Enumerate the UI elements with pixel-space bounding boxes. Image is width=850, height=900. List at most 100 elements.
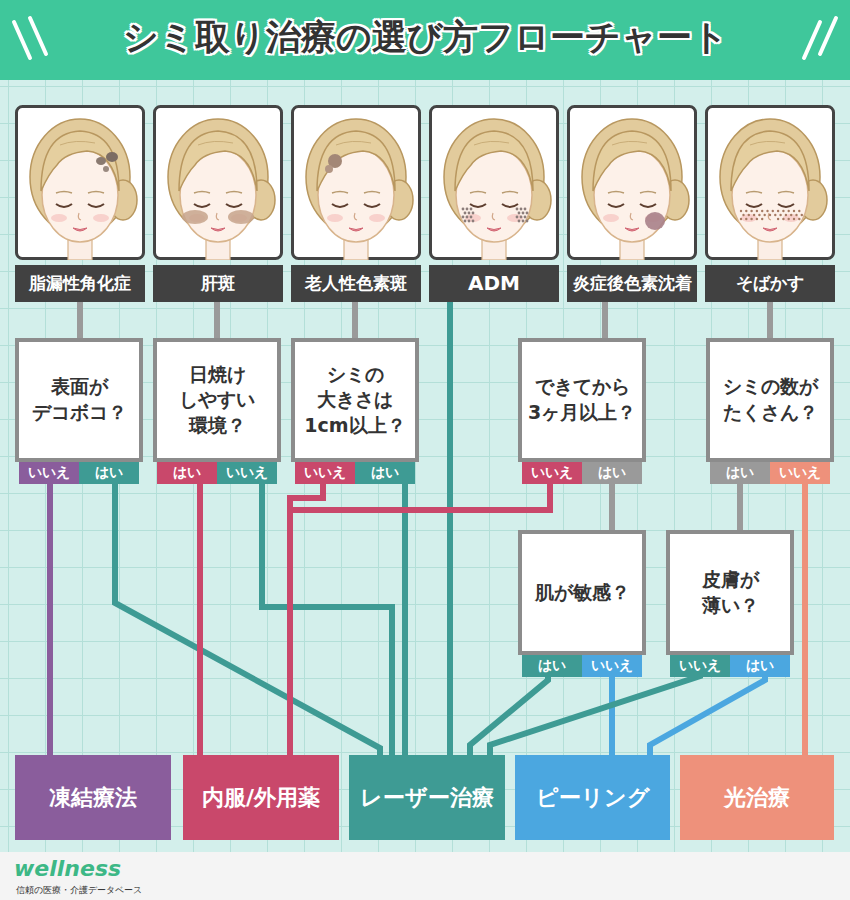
skin-dot: [466, 216, 469, 219]
category-label: 肝斑: [153, 265, 283, 302]
connector: [802, 462, 808, 755]
treatment-box: ピーリング: [515, 755, 670, 840]
node-text: レーザー治療: [360, 783, 494, 813]
answer-tab: はい: [355, 462, 415, 484]
skin-dot: [777, 210, 779, 212]
skin-dot: [764, 214, 766, 216]
skin-dot: [758, 214, 760, 216]
skin-dot: [761, 210, 763, 212]
node-text: 肌が敏感？: [535, 580, 630, 606]
node-text: そばかす: [736, 272, 804, 295]
skin-dot: [748, 214, 750, 216]
skin-dot: [788, 210, 790, 212]
category-label: ADM: [429, 265, 559, 302]
answer-tab: いいえ: [217, 462, 277, 484]
skin-dot: [795, 214, 797, 216]
skin-dot: [782, 218, 784, 220]
face-frame: [293, 107, 420, 261]
skin-dot: [472, 220, 475, 223]
answer-tab: いいえ: [670, 655, 730, 677]
skin-dot: [464, 212, 467, 215]
connector: [290, 462, 323, 755]
skin-dot: [793, 218, 795, 220]
connector: [262, 462, 392, 755]
answer-tab: いいえ: [770, 462, 830, 484]
skin-dot: [774, 214, 776, 216]
skin-dot: [801, 214, 803, 216]
node-text: ピーリング: [536, 783, 650, 813]
connector: [77, 302, 83, 338]
category-label: 炎症後色素沈着: [567, 265, 697, 302]
answer-tab: いいえ: [19, 462, 79, 484]
skin-dot: [790, 214, 792, 216]
answer-tab: はい: [710, 462, 770, 484]
brand-logo: wellness: [14, 856, 121, 881]
node-text: できてから 3ヶ月以上？: [526, 374, 638, 425]
decision-box: できてから 3ヶ月以上？: [518, 338, 646, 462]
skin-dot: [522, 212, 525, 215]
connector: [602, 302, 608, 338]
answer-tab: はい: [582, 462, 642, 484]
decision-box: 表面が デコボコ？: [15, 338, 143, 462]
skin-dot: [470, 208, 473, 211]
skin-dot: [753, 214, 755, 216]
skin-dot: [518, 220, 521, 223]
category-label: そばかす: [705, 265, 835, 302]
skin-dot: [520, 208, 523, 211]
skin-dot: [766, 210, 768, 212]
connector: [197, 462, 203, 755]
skin-dot: [769, 214, 771, 216]
skin-dot: [782, 210, 784, 212]
face-frame: [431, 107, 558, 261]
skin-dot: [516, 208, 519, 211]
connector: [402, 462, 408, 755]
face-frame: [17, 107, 144, 261]
skin-dot: [756, 210, 758, 212]
skin-dot: [472, 212, 475, 215]
decision-box: 皮膚が 薄い？: [666, 530, 794, 655]
skin-dot: [526, 220, 529, 223]
skin-dot: [772, 210, 774, 212]
node-text: ADM: [468, 270, 520, 297]
decision-box: 肌が敏感？: [518, 530, 646, 655]
skin-dot: [788, 218, 790, 220]
answer-tab: いいえ: [582, 655, 642, 677]
skin-dot: [464, 220, 467, 223]
skin-dot: [777, 218, 779, 220]
skin-dot: [779, 214, 781, 216]
node-text: 肝斑: [201, 272, 235, 295]
answer-tab: いいえ: [295, 462, 355, 484]
node-text: 表面が デコボコ？: [23, 374, 135, 425]
skin-dot: [740, 218, 742, 220]
skin-dot: [798, 218, 800, 220]
skin-dot: [526, 212, 529, 215]
skin-dot: [468, 220, 471, 223]
answer-tab: はい: [730, 655, 790, 677]
skin-dot: [524, 216, 527, 219]
node-text: 日焼け しやすい 環境？: [161, 362, 273, 439]
skin-dot: [468, 212, 471, 215]
face-frame: [569, 107, 696, 261]
skin-dot: [785, 214, 787, 216]
decision-box: 日焼け しやすい 環境？: [153, 338, 281, 462]
node-text: 脂漏性角化症: [29, 272, 131, 295]
node-text: 老人性色素斑: [305, 272, 407, 295]
skin-dot: [793, 210, 795, 212]
node-text: シミの数が たくさん？: [714, 374, 826, 425]
chart-title: シミ取り治療の選び方フローチャート: [0, 14, 850, 61]
node-text: 光治療: [724, 783, 790, 813]
skin-dot: [750, 218, 752, 220]
connector: [767, 302, 773, 338]
node-text: 皮膚が 薄い？: [674, 567, 786, 618]
skin-dot: [462, 216, 465, 219]
connector: [352, 302, 358, 338]
answer-tab: はい: [522, 655, 582, 677]
treatment-box: 光治療: [680, 755, 834, 840]
connector: [47, 462, 53, 755]
face-frame: [155, 107, 282, 261]
node-text: シミの 大きさは 1cm以上？: [299, 362, 411, 439]
skin-dot: [756, 218, 758, 220]
node-text: 凍結療法: [49, 783, 137, 813]
skin-dot: [798, 210, 800, 212]
skin-dot: [750, 210, 752, 212]
